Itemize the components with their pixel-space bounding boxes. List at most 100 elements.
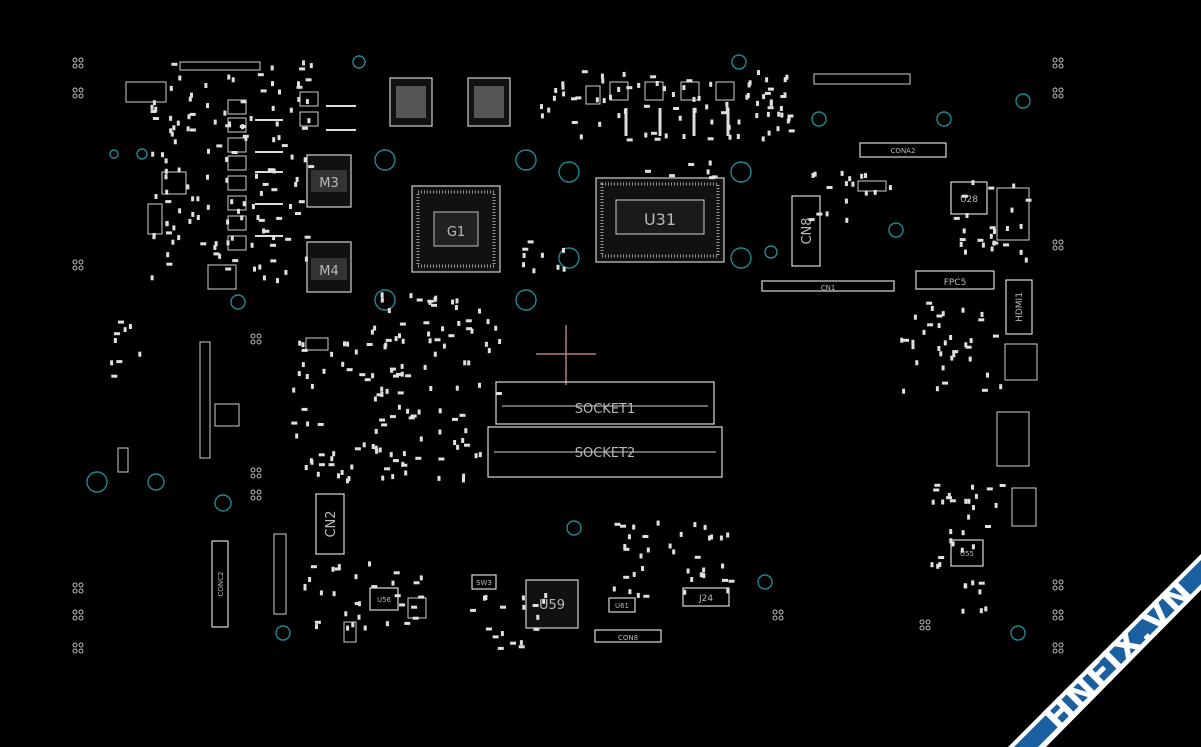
smd-pad [270,259,277,263]
smd-pad [169,85,173,91]
chip-m4[interactable]: M4 [306,241,352,293]
smd-pad [939,351,943,357]
smd-pad [455,385,459,391]
switch-sw3[interactable]: SW3 [471,574,497,590]
smd-pad [304,235,311,239]
connector-conc2[interactable]: CONC2 [211,540,229,628]
smd-pad [370,329,374,335]
smd-pad [226,219,230,225]
smd-pad [500,631,504,636]
chip-u55[interactable]: U55 [950,539,984,567]
connector-cn8[interactable]: CN8 [791,195,821,267]
smd-pad [571,121,578,124]
chip-u61[interactable]: U61 [608,597,636,613]
smd-pad [314,620,321,624]
smd-pad [959,241,963,247]
smd-pad [340,470,344,475]
chip-u28[interactable]: U28 [950,181,988,215]
smd-pad [297,81,300,87]
test-point [772,609,778,615]
smd-pad [281,144,288,148]
test-point [1052,93,1058,99]
smd-pad [844,181,848,187]
smd-pad [500,605,506,609]
smd-pad [151,151,155,157]
smd-pad [776,126,780,132]
chip-u31[interactable]: U31 [595,177,725,263]
smd-pad [267,168,274,172]
smd-pad [702,573,706,579]
smd-pad [934,483,941,487]
smd-pad [301,407,308,411]
chip-m2[interactable] [467,77,511,127]
smd-pad [389,452,393,458]
smd-pad [808,218,815,222]
smd-pad [271,105,275,111]
smd-pad [971,544,975,550]
smd-pad [492,635,499,639]
smd-pad [417,409,421,415]
socket-1[interactable]: SOCKET1 [495,381,715,425]
smd-pad [256,215,260,220]
smd-pad [305,78,312,82]
smd-pad [672,549,676,555]
smd-pad [427,299,434,303]
smd-pad [172,225,176,231]
socket-2[interactable]: SOCKET2 [487,426,723,478]
label-u56: U56 [377,596,392,604]
smd-pad [707,137,714,141]
smd-pad [643,594,650,598]
smd-pad [623,575,630,579]
test-point [78,87,84,93]
smd-pad [433,351,437,357]
smd-pad [380,297,384,303]
smd-pad [641,566,645,571]
test-point [78,648,84,654]
smd-pad [150,104,154,110]
chip-g1[interactable]: G1 [411,185,501,273]
smd-pad [260,89,267,93]
connector-hdmi1[interactable]: HDMI1 [1005,279,1033,335]
test-point [250,473,256,479]
smd-pad [164,168,168,174]
connector-cn1[interactable]: CN1 [761,280,895,292]
connector-fpc5[interactable]: FPC5 [915,270,995,290]
chip-u56[interactable]: U56 [369,587,399,611]
smd-pad [278,89,281,95]
smd-pad [213,119,217,125]
smd-pad [1012,183,1016,189]
smd-pad [328,463,335,467]
chip-m1[interactable] [389,77,433,127]
connector-con8[interactable]: CON8 [594,629,662,643]
smd-pad [398,333,401,339]
smd-pad [423,364,427,370]
smd-pad [463,360,467,366]
smd-pad [961,530,965,536]
smd-pad [276,216,283,220]
smd-pad [952,350,959,354]
smd-pad [366,343,373,346]
smd-pad [408,416,415,420]
smd-pad [295,212,301,215]
smd-pad [150,275,154,281]
smd-pad [981,388,988,392]
smd-pad [232,259,239,263]
smd-pad [337,564,341,570]
smd-pad [926,301,933,305]
smd-pad [941,499,945,505]
smd-pad [297,371,301,377]
smd-pad [962,228,966,234]
chip-m3[interactable]: M3 [306,154,352,208]
connector-cona2[interactable]: CONA2 [859,142,947,158]
smd-pad [419,575,423,581]
test-point [72,582,78,588]
smd-pad [470,608,476,612]
test-point [72,265,78,271]
smd-pad [226,240,230,246]
connector-strips [117,61,1038,643]
smd-pad [536,614,540,620]
connector-cn2[interactable]: CN2 [315,493,345,555]
test-point [256,339,262,345]
connector-j24[interactable]: J24 [682,587,730,607]
